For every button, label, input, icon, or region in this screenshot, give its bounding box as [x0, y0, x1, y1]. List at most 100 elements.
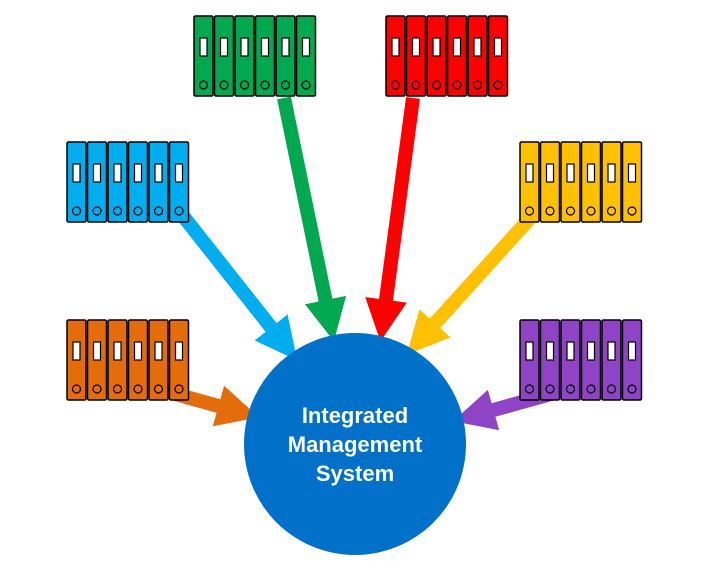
- binder-finger-hole: [71, 384, 82, 394]
- binder-finger-hole: [545, 206, 555, 216]
- arrow-blue: [177, 211, 298, 361]
- binder: [405, 15, 427, 97]
- binder: [127, 319, 149, 401]
- binder-label-slot: [525, 163, 534, 183]
- binder: [66, 141, 87, 223]
- binder: [107, 141, 128, 223]
- binder-label-slot: [586, 163, 596, 183]
- binder-finger-hole: [260, 80, 270, 90]
- arrow-red: [365, 97, 420, 342]
- binder-finger-hole: [390, 80, 401, 90]
- binder-label-slot: [154, 341, 163, 361]
- binder: [560, 141, 581, 223]
- binder-finger-hole: [565, 206, 576, 216]
- binder: [446, 15, 468, 97]
- binder-group-green: [193, 15, 317, 97]
- binder-label-slot: [525, 341, 534, 361]
- binder: [148, 319, 169, 401]
- binder-finger-hole: [92, 384, 102, 394]
- binder-label-slot: [627, 341, 637, 361]
- binder: [213, 15, 235, 97]
- binder-label-slot: [391, 37, 400, 57]
- binder-label-slot: [199, 37, 208, 57]
- arrow-yellow: [406, 211, 538, 355]
- binder-label-slot: [260, 37, 270, 57]
- binder-finger-hole: [71, 206, 82, 216]
- binder-label-slot: [493, 37, 503, 57]
- binder-label-slot: [133, 163, 143, 183]
- binder-finger-hole: [411, 80, 421, 90]
- binder-finger-hole: [133, 384, 143, 394]
- binder-finger-hole: [198, 80, 209, 90]
- binder-finger-hole: [452, 80, 462, 90]
- binder: [234, 15, 255, 97]
- binder-group-purple: [519, 319, 643, 401]
- binder-label-slot: [113, 163, 122, 183]
- binder-label-slot: [72, 341, 81, 361]
- binder-label-slot: [113, 341, 122, 361]
- binder-finger-hole: [112, 384, 123, 394]
- binder: [107, 319, 128, 401]
- binder: [148, 141, 169, 223]
- binder-finger-hole: [301, 80, 311, 90]
- binder: [86, 141, 108, 223]
- binder: [426, 15, 447, 97]
- binder-finger-hole: [280, 80, 291, 90]
- binder-finger-hole: [524, 206, 535, 216]
- binder: [487, 15, 509, 97]
- binder-label-slot: [219, 37, 229, 57]
- binder-finger-hole: [606, 384, 617, 394]
- binder-finger-hole: [472, 80, 483, 90]
- binder-label-slot: [92, 163, 102, 183]
- binder-finger-hole: [586, 384, 596, 394]
- binder-finger-hole: [627, 206, 637, 216]
- binder-finger-hole: [174, 384, 184, 394]
- binder: [66, 319, 87, 401]
- binder: [295, 15, 317, 97]
- hub-circle: [244, 333, 466, 555]
- binder-label-slot: [154, 163, 163, 183]
- binder-label-slot: [72, 163, 81, 183]
- binder: [467, 15, 488, 97]
- binder-group-red: [385, 15, 509, 97]
- binder-finger-hole: [493, 80, 503, 90]
- binder: [580, 141, 602, 223]
- binder-label-slot: [281, 37, 290, 57]
- binder-group-orange: [66, 319, 190, 401]
- binder-label-slot: [174, 163, 184, 183]
- binder: [601, 141, 622, 223]
- binder-finger-hole: [524, 384, 535, 394]
- binder: [127, 141, 149, 223]
- binder-finger-hole: [627, 384, 637, 394]
- binder-label-slot: [607, 163, 616, 183]
- binder-label-slot: [607, 341, 616, 361]
- binder-label-slot: [432, 37, 441, 57]
- binder-finger-hole: [239, 80, 250, 90]
- binder-label-slot: [452, 37, 462, 57]
- binder-finger-hole: [586, 206, 596, 216]
- binder-label-slot: [545, 341, 555, 361]
- binder-group-blue: [66, 141, 190, 223]
- binder-finger-hole: [92, 206, 102, 216]
- binder-groups: [66, 15, 643, 401]
- binder: [519, 319, 540, 401]
- binder-label-slot: [174, 341, 184, 361]
- binder: [621, 141, 643, 223]
- binder-finger-hole: [112, 206, 123, 216]
- arrow-green: [277, 96, 347, 342]
- binder: [560, 319, 581, 401]
- binder-label-slot: [133, 341, 143, 361]
- binder-finger-hole: [133, 206, 143, 216]
- binder: [601, 319, 622, 401]
- binder-label-slot: [566, 163, 575, 183]
- binder: [86, 319, 108, 401]
- binder-group-yellow: [519, 141, 643, 223]
- binder-finger-hole: [219, 80, 229, 90]
- binder-label-slot: [627, 163, 637, 183]
- binder-label-slot: [545, 163, 555, 183]
- binder: [621, 319, 643, 401]
- binder: [385, 15, 406, 97]
- binder-finger-hole: [545, 384, 555, 394]
- binder: [519, 141, 540, 223]
